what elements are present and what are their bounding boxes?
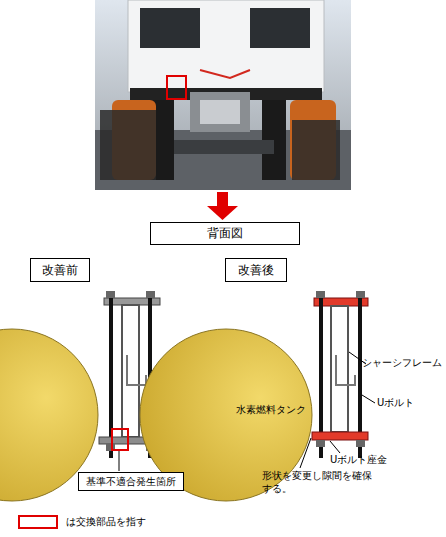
before-figure [0, 291, 161, 501]
node-text: 改善前 [42, 262, 78, 279]
part-label: Uボルト [377, 397, 414, 410]
truck-photo [95, 0, 351, 190]
after-figure [140, 291, 375, 501]
view-title-box: 背面図 [150, 222, 300, 245]
legend-swatch [18, 515, 58, 529]
legend-text: は交換部品を指す [66, 516, 146, 529]
part-label: 水素燃料タンク [236, 404, 306, 417]
down-arrow [207, 192, 238, 220]
after-label-box: 改善後 [225, 258, 287, 282]
part-label: Uボルト座金 [330, 454, 387, 467]
defect-location-box: 基準不適合発生箇所 [78, 472, 184, 491]
node-text: 改善後 [238, 262, 274, 279]
before-label-box: 改善前 [30, 258, 90, 282]
node-text: 背面図 [207, 225, 243, 242]
note-text: 形状を変更し隙間を確保する。 [262, 470, 380, 495]
part-label: シャーシフレーム [362, 357, 442, 370]
node-text: 基準不適合発生箇所 [86, 475, 176, 489]
